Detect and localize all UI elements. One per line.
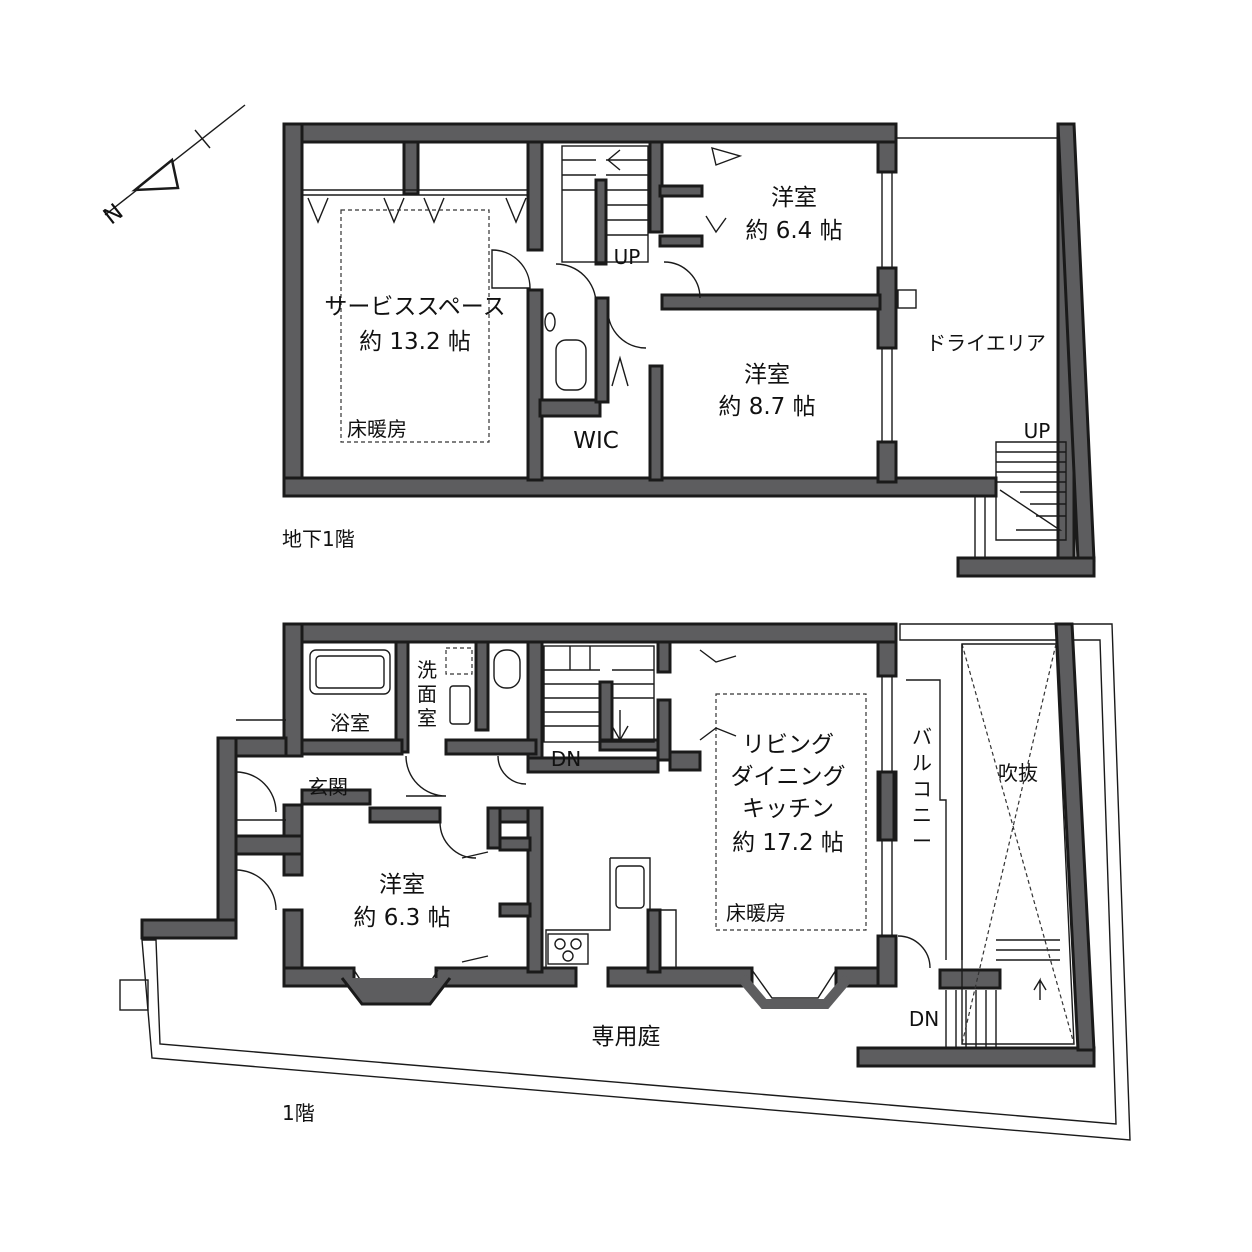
garden-boundary	[141, 623, 1131, 1141]
balcony-char-1: バ	[912, 725, 932, 749]
ldk-note: 床暖房	[726, 901, 786, 925]
western-room-2-name: 洋室	[744, 362, 790, 388]
western-room-1-name: 洋室	[771, 185, 817, 211]
b1-drain-icon	[897, 289, 917, 309]
ldk-line-3: キッチン	[742, 796, 834, 822]
bathroom-label: 浴室	[330, 711, 370, 735]
b1-wall-west	[282, 122, 304, 498]
b1-sink-icon	[544, 312, 556, 332]
washbasin-icon	[449, 685, 471, 725]
washroom-label-3: 室	[417, 706, 437, 730]
first-floor-caption: 1階	[282, 1101, 315, 1125]
ldk-line-2: ダイニング	[731, 764, 846, 790]
service-space-area: 約 13.2 帖	[359, 329, 471, 355]
service-space-name: サービススペース	[324, 294, 505, 320]
balcony-char-4: ニ	[912, 803, 932, 827]
void-label: 吹抜	[998, 761, 1038, 785]
western-room-2-area: 約 8.7 帖	[718, 394, 815, 420]
balcony-char-2: ル	[912, 751, 932, 775]
stove-icon	[547, 933, 589, 965]
bathtub-icon	[309, 649, 391, 695]
toilet-icon	[493, 649, 521, 689]
washroom-label-1: 洗	[417, 658, 437, 682]
compass-north-label: N	[99, 199, 129, 230]
balcony-char-5: ー	[912, 829, 932, 853]
ldk-area: 約 17.2 帖	[732, 830, 844, 856]
dry-area-label: ドライエリア	[926, 331, 1046, 355]
wic-label: WIC	[573, 428, 619, 454]
outside-stair	[938, 939, 1060, 1048]
b1-wall-north	[282, 122, 898, 144]
stair-down-label: DN	[551, 747, 581, 771]
dry-area-up: UP	[1024, 419, 1051, 443]
b1-stair	[561, 145, 649, 263]
dry-area-stair	[995, 441, 1067, 541]
western-room-1-area: 約 6.4 帖	[745, 218, 842, 244]
western-room-1f-name: 洋室	[379, 872, 425, 898]
outside-dn-label: DN	[909, 1007, 939, 1031]
kitchen-sink-icon	[615, 865, 645, 909]
washroom-label-2: 面	[417, 682, 437, 706]
b1-floor-caption: 地下1階	[282, 527, 355, 551]
ldk-line-1: リビング	[742, 732, 834, 758]
service-space-note: 床暖房	[347, 417, 407, 441]
balcony-char-3: コ	[912, 777, 932, 801]
private-garden-label: 専用庭	[592, 1024, 661, 1050]
basement-floor: サービススペース 約 13.2 帖 床暖房 UP 洋室 約 6.4 帖 洋室 約…	[282, 122, 1096, 578]
entrance-label: 玄関	[308, 775, 348, 799]
compass-icon: N	[99, 104, 246, 230]
washer-space-icon	[445, 647, 473, 675]
b1-toilet-icon	[555, 339, 587, 391]
first-floor-stair	[543, 645, 655, 743]
b1-stair-up: UP	[614, 245, 641, 269]
western-room-1f-area: 約 6.3 帖	[353, 905, 450, 931]
first-floor: 浴室 洗 面 室 玄関 DN 洋室 約 6.3 帖 リビング ダイニング キッチ…	[119, 622, 1131, 1141]
